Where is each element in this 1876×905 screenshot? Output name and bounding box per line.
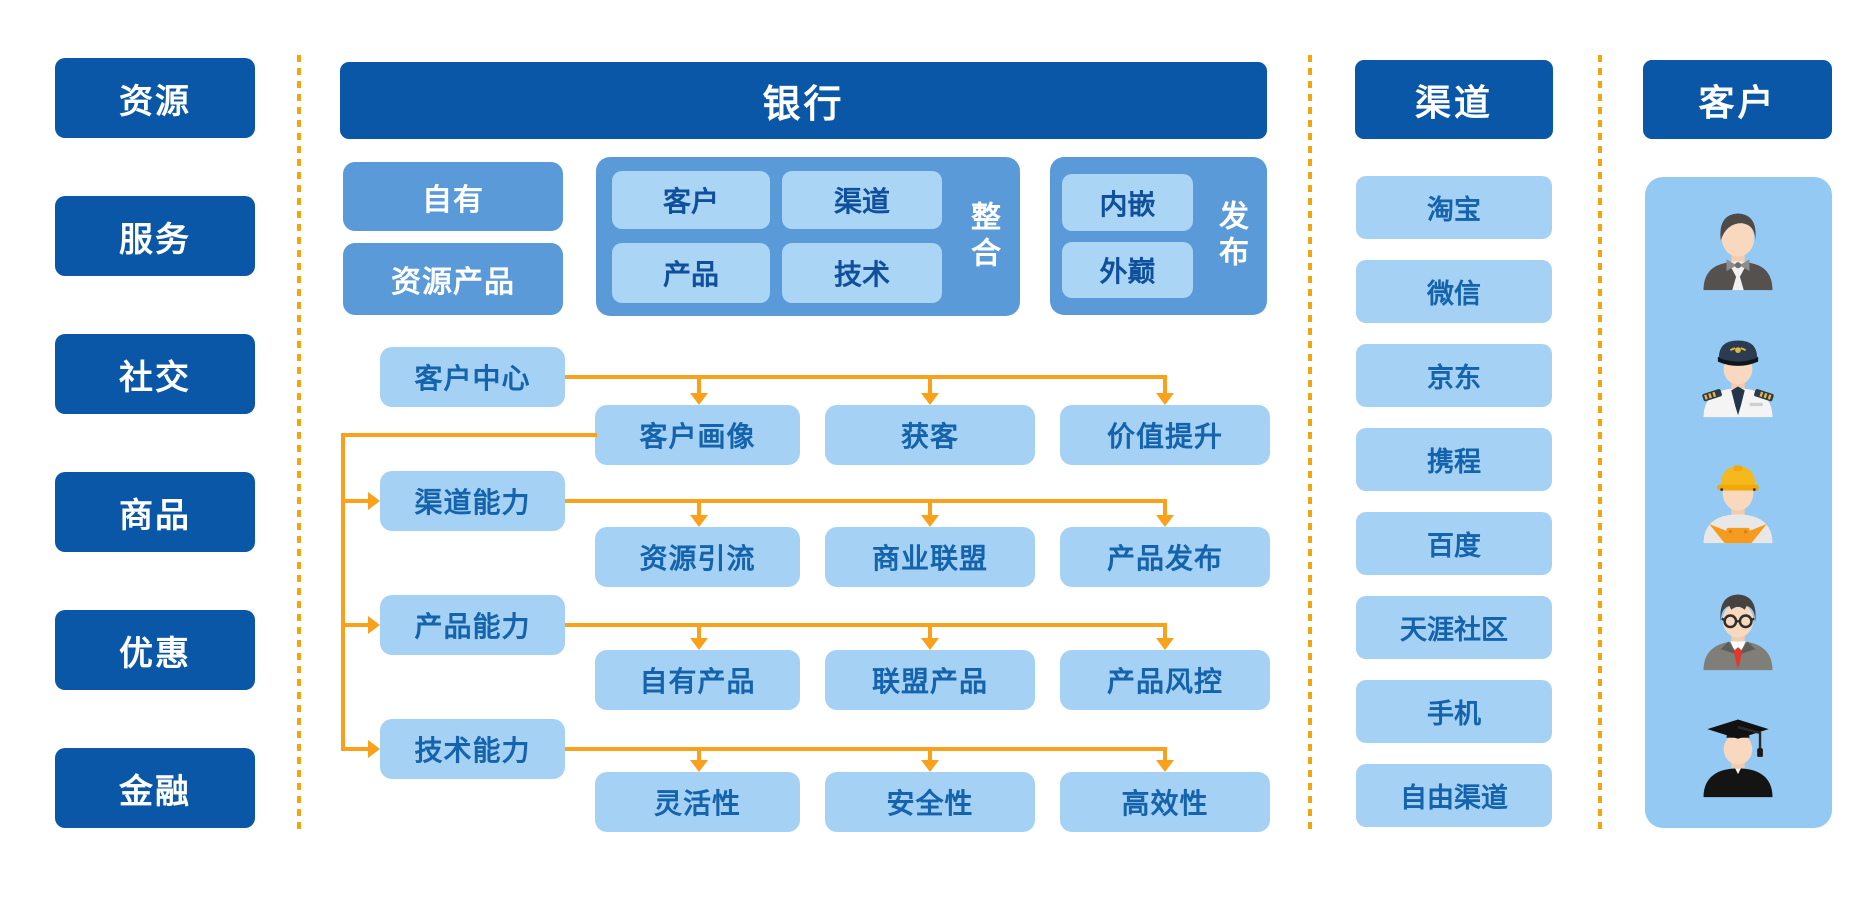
- integration-item-tech: 技术: [782, 243, 942, 303]
- publish-vertical-label: 发布: [1214, 200, 1247, 272]
- flow-target-value-uplift: 价值提升: [1060, 405, 1270, 465]
- arrow-down-icon: [921, 515, 939, 527]
- connector-line: [341, 747, 370, 751]
- integration-group: 客户 渠道 产品 技术 整合: [596, 157, 1020, 316]
- channels-header: 渠道: [1355, 60, 1553, 139]
- flow-target-efficiency: 高效性: [1060, 772, 1270, 832]
- arrow-down-icon: [1156, 515, 1174, 527]
- integration-vertical-label: 整合: [966, 200, 999, 273]
- flow-target-resource-funnel: 资源引流: [595, 527, 800, 587]
- connector-line: [1163, 747, 1167, 762]
- connector-line: [928, 747, 932, 762]
- channel-item-taobao: 淘宝: [1356, 176, 1552, 239]
- left-item-social: 社交: [55, 334, 255, 414]
- connector-line: [565, 747, 1167, 751]
- flow-source-customer-center: 客户中心: [380, 347, 565, 407]
- connector-line: [697, 375, 701, 395]
- arrow-down-icon: [921, 638, 939, 650]
- channel-item-mobile: 手机: [1356, 680, 1552, 743]
- customers-panel: [1645, 177, 1832, 828]
- arrow-down-icon: [690, 515, 708, 527]
- connector-line: [1163, 375, 1167, 395]
- arrow-down-icon: [921, 393, 939, 405]
- arrow-down-icon: [690, 393, 708, 405]
- businessman-avatar-icon: [1703, 594, 1773, 671]
- left-item-finance: 金融: [55, 748, 255, 828]
- own-box: 自有: [343, 162, 563, 231]
- connector-line: [565, 623, 1167, 627]
- separator-dashed-line: [1308, 55, 1312, 833]
- connector-line: [928, 623, 932, 640]
- arrow-down-icon: [1156, 638, 1174, 650]
- connector-line: [565, 499, 1167, 503]
- connector-line: [1163, 623, 1167, 640]
- arrow-down-icon: [690, 760, 708, 772]
- flow-target-acquisition: 获客: [825, 405, 1035, 465]
- publish-item-embedded: 内嵌: [1062, 174, 1193, 231]
- connector-line: [928, 499, 932, 517]
- waiter-avatar-icon: [1703, 213, 1773, 291]
- arrow-down-icon: [1156, 760, 1174, 772]
- connector-line: [697, 623, 701, 640]
- separator-dashed-line: [297, 55, 301, 833]
- connector-line: [697, 747, 701, 762]
- flow-source-channel-capability: 渠道能力: [380, 471, 565, 531]
- flow-target-business-alliance: 商业联盟: [825, 527, 1035, 587]
- channel-item-baidu: 百度: [1356, 512, 1552, 575]
- arrow-right-icon: [368, 616, 380, 634]
- arrow-right-icon: [368, 492, 380, 510]
- flow-source-product-capability: 产品能力: [380, 595, 565, 655]
- separator-dashed-line: [1598, 55, 1602, 833]
- flow-target-security: 安全性: [825, 772, 1035, 832]
- publish-group: 内嵌 外巅 发布: [1050, 157, 1267, 315]
- connector-line: [343, 433, 597, 437]
- integration-item-product: 产品: [612, 243, 770, 303]
- flow-target-alliance-product: 联盟产品: [825, 650, 1035, 710]
- resource-product-box: 资源产品: [343, 243, 563, 315]
- connector-line: [341, 433, 345, 751]
- channel-item-free: 自由渠道: [1356, 764, 1552, 827]
- bank-header: 银行: [340, 62, 1267, 139]
- channel-item-wechat: 微信: [1356, 260, 1552, 323]
- arrow-down-icon: [1156, 393, 1174, 405]
- arrow-right-icon: [368, 740, 380, 758]
- arrow-down-icon: [690, 638, 708, 650]
- channel-item-tianya: 天涯社区: [1356, 596, 1552, 659]
- arrow-down-icon: [921, 760, 939, 772]
- flow-target-customer-profile: 客户画像: [595, 405, 800, 465]
- connector-line: [697, 499, 701, 517]
- flow-target-own-product: 自有产品: [595, 650, 800, 710]
- flow-source-tech-capability: 技术能力: [380, 719, 565, 779]
- construction-worker-avatar-icon: [1703, 465, 1773, 544]
- integration-item-channel: 渠道: [782, 171, 942, 229]
- customers-header: 客户: [1643, 60, 1832, 139]
- connector-line: [565, 375, 1167, 379]
- left-item-resources: 资源: [55, 58, 255, 138]
- flow-target-risk-control: 产品风控: [1060, 650, 1270, 710]
- connector-line: [1163, 499, 1167, 517]
- left-item-discounts: 优惠: [55, 610, 255, 690]
- flow-target-product-release: 产品发布: [1060, 527, 1270, 587]
- channel-item-jd: 京东: [1356, 344, 1552, 407]
- publish-item-external: 外巅: [1062, 242, 1193, 298]
- pilot-avatar-icon: [1702, 340, 1774, 418]
- left-item-services: 服务: [55, 196, 255, 276]
- connector-line: [928, 375, 932, 395]
- left-item-goods: 商品: [55, 472, 255, 552]
- channel-item-ctrip: 携程: [1356, 428, 1552, 491]
- integration-item-customer: 客户: [612, 171, 770, 229]
- flow-target-flexibility: 灵活性: [595, 772, 800, 832]
- connector-line: [341, 623, 370, 627]
- graduate-avatar-icon: [1703, 719, 1773, 798]
- connector-line: [341, 499, 370, 503]
